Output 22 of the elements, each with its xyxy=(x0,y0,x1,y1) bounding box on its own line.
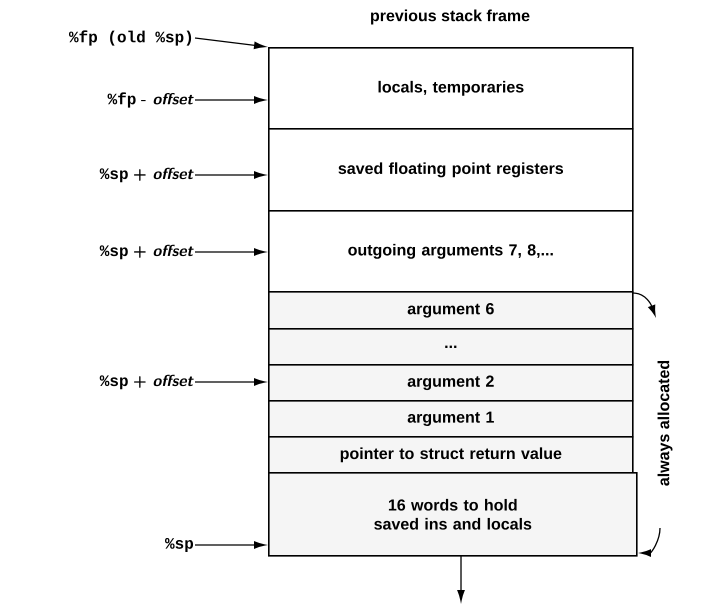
pointer-label: %fp (old %sp) xyxy=(68,30,192,46)
stack-cell: pointer to struct return value xyxy=(268,436,634,474)
pointer-label: %sp + offset xyxy=(100,374,194,390)
stack-cell: argument 2 xyxy=(268,364,634,402)
stack-cell: outgoing arguments 7, 8,... xyxy=(268,210,634,293)
stack-cell: saved floating point registers xyxy=(268,128,634,212)
pointer-label: %sp xyxy=(165,538,194,552)
arrow xyxy=(195,96,266,104)
stack-cell: argument 1 xyxy=(268,400,634,438)
arrow xyxy=(195,541,266,549)
arrow xyxy=(195,171,266,179)
arrow xyxy=(195,378,266,386)
arrow xyxy=(195,248,266,256)
range-label: always allocated xyxy=(658,360,672,486)
arrow xyxy=(194,37,266,49)
stack-cell: locals, temporaries xyxy=(268,47,634,130)
frame-heading: previous stack frame xyxy=(371,10,530,24)
pointer-label: %fp - offset xyxy=(108,92,194,108)
stack-cell: ... xyxy=(268,328,634,366)
pointer-label: %sp + offset xyxy=(100,244,194,260)
pointer-label: %sp + offset xyxy=(100,168,194,182)
stack-cell: argument 6 xyxy=(268,291,634,330)
